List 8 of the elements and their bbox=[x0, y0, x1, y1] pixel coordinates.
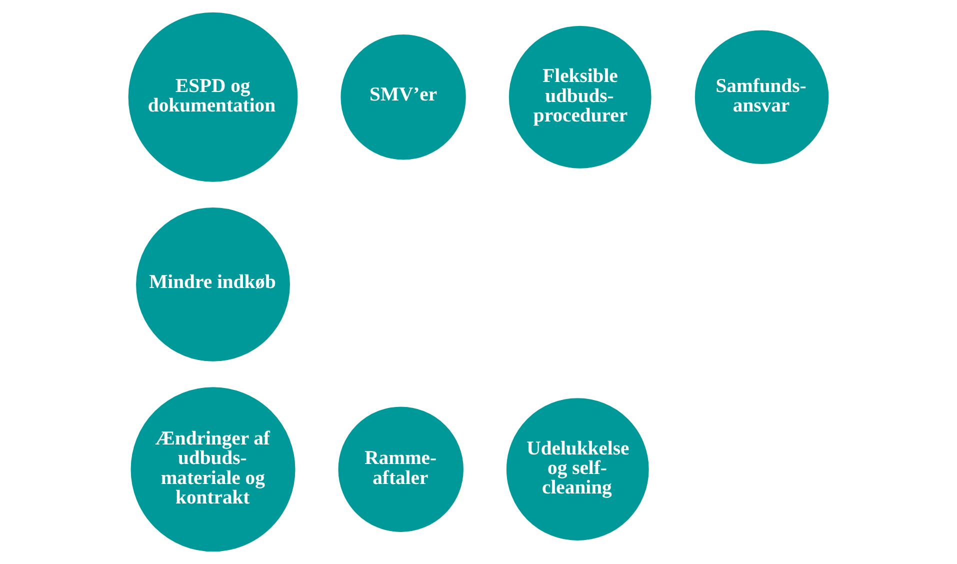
node-circle: Ændringer af udbuds- materiale og kontrakt bbox=[130, 387, 296, 552]
node-circle: Fleksible udbuds- procedurer bbox=[508, 26, 652, 168]
node-circle: ESPD og dokumentation bbox=[128, 12, 298, 182]
node-circle: SMV’er bbox=[340, 34, 466, 160]
node-circle: Samfunds- ansvar bbox=[694, 30, 829, 164]
node-circle: Ramme- aftaler bbox=[338, 406, 464, 532]
node-circle: Udelukkelse og self- cleaning bbox=[506, 398, 649, 541]
node-circle: Mindre indkøb bbox=[136, 208, 290, 362]
